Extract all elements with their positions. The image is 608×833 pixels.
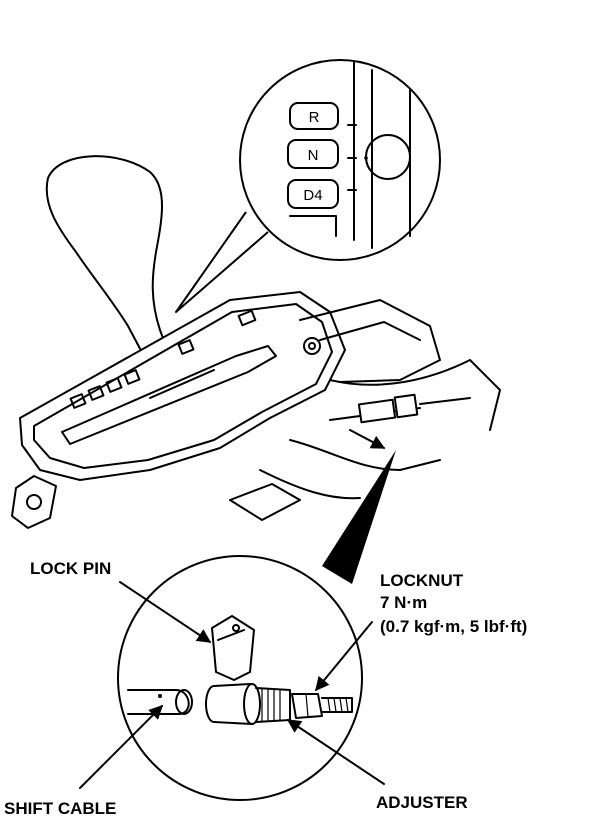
lock-pin-part <box>211 615 255 681</box>
position-r-label: R <box>309 109 320 126</box>
callout-arrows <box>79 581 385 789</box>
torque-imperial-label: (0.7 kgf·m, 5 lbf·ft) <box>380 617 527 636</box>
lock-pin-label: LOCK PIN <box>30 559 111 578</box>
position-r-box <box>289 102 339 130</box>
torque-metric-label: 7 N·m <box>380 593 427 612</box>
position-detail-circle: R N D4 <box>175 59 441 313</box>
adjuster-detail-circle <box>117 555 363 801</box>
locknut-arrow <box>315 621 373 692</box>
detail-leader <box>175 211 269 313</box>
position-d4-box <box>287 179 339 209</box>
lower-detail-leader <box>322 450 396 584</box>
shift-cable-label: SHIFT CABLE <box>4 799 116 818</box>
position-n-box <box>287 139 339 169</box>
adjuster-arrow <box>286 719 385 785</box>
lock-pin-arrow <box>119 581 212 643</box>
shift-console <box>11 291 346 529</box>
cable-bracket-area <box>229 299 501 521</box>
locknut-label: LOCKNUT <box>380 571 464 590</box>
shift-cable-arrow <box>79 705 163 789</box>
position-d4-label: D4 <box>303 187 322 204</box>
adjuster-label: ADJUSTER <box>376 793 468 812</box>
position-n-label: N <box>308 147 319 164</box>
